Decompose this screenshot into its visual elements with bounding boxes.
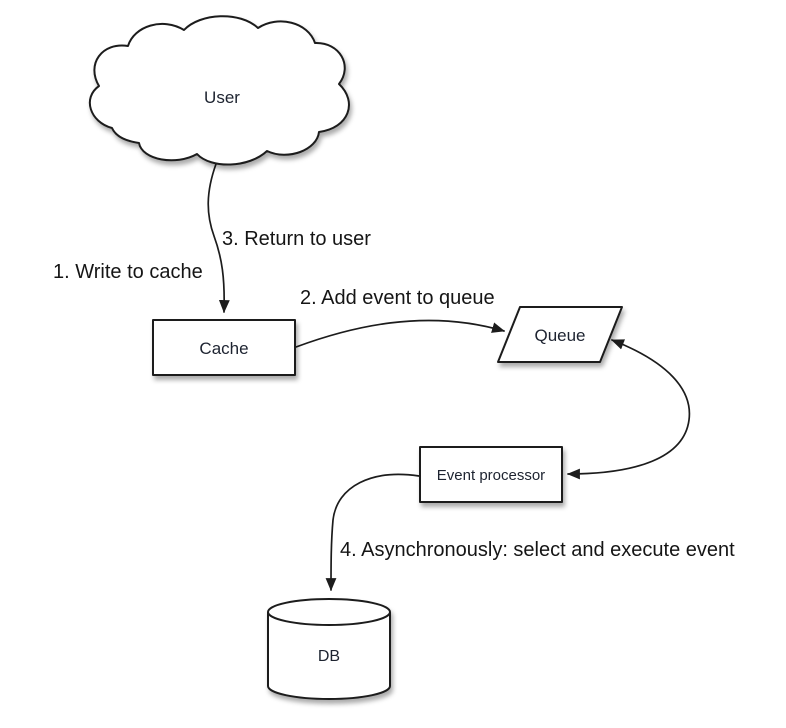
event-processor-box bbox=[419, 446, 563, 503]
arrow-user-to-cache bbox=[207, 163, 230, 314]
cache-box bbox=[152, 319, 296, 376]
node-user: User bbox=[88, 15, 350, 166]
node-cache: Cache bbox=[152, 319, 296, 376]
label-add-event-to-queue: 2. Add event to queue bbox=[300, 287, 495, 309]
arrow-event-processor-to-db bbox=[325, 473, 420, 592]
node-db: DB bbox=[267, 598, 391, 700]
edges bbox=[207, 163, 691, 592]
queue-parallelogram bbox=[497, 306, 623, 363]
db-cylinder-top bbox=[267, 598, 391, 626]
db-label: DB bbox=[318, 648, 340, 665]
user-cloud-shape bbox=[88, 15, 350, 166]
event-processor-label: Event processor bbox=[437, 467, 545, 484]
node-event-processor: Event processor bbox=[419, 446, 563, 503]
user-label: User bbox=[204, 88, 240, 107]
node-queue: Queue bbox=[497, 306, 623, 363]
label-return-to-user: 3. Return to user bbox=[222, 228, 371, 250]
queue-label: Queue bbox=[534, 326, 585, 345]
arrow-cache-to-queue bbox=[295, 319, 506, 348]
label-async-execute: 4. Asynchronously: select and execute ev… bbox=[340, 539, 735, 561]
arrow-queue-event-processor bbox=[566, 339, 691, 480]
db-cylinder-body bbox=[267, 612, 391, 700]
step-labels: 1. Write to cache 2. Add event to queue … bbox=[53, 228, 735, 561]
label-write-to-cache: 1. Write to cache bbox=[53, 261, 203, 283]
cache-label: Cache bbox=[199, 339, 248, 358]
